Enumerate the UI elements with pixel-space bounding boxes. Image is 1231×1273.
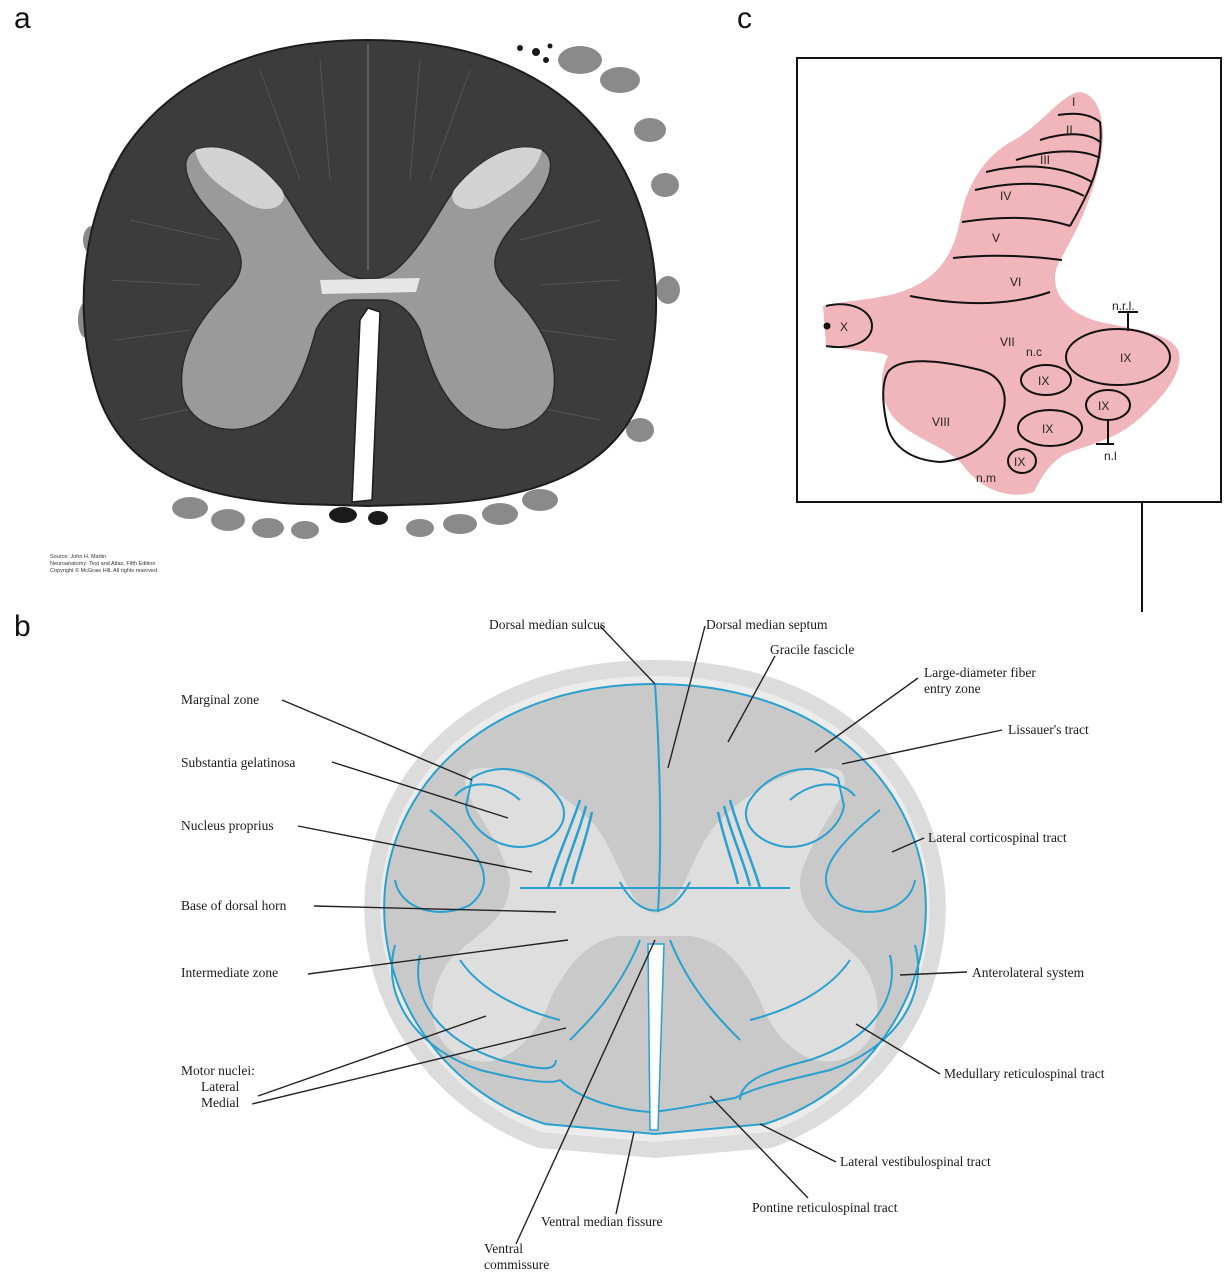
lamina-I: I <box>1072 95 1075 109</box>
label-dorsal-median-sulcus: Dorsal median sulcus <box>489 617 605 632</box>
label-lissauers-tract: Lissauer's tract <box>1008 722 1089 737</box>
lamina-IX-a: IX <box>1120 351 1131 365</box>
panel-a-stained-section: Source: John H. Martin Neuroanatomy: Tex… <box>47 34 687 586</box>
lamina-IX-b: IX <box>1038 374 1049 388</box>
lamina-IX-c: IX <box>1098 399 1109 413</box>
label-nucleus-proprius: Nucleus proprius <box>181 818 274 833</box>
lamina-IV: IV <box>1000 189 1011 203</box>
source-line-1: Source: John H. Martin <box>50 554 106 560</box>
lamina-IX-d: IX <box>1042 422 1053 436</box>
label-lateral-vestibulospinal: Lateral vestibulospinal tract <box>840 1154 991 1169</box>
label-medullary-reticulospinal: Medullary reticulospinal tract <box>944 1066 1105 1081</box>
label-pontine-reticulospinal: Pontine reticulospinal tract <box>752 1200 898 1215</box>
label-ventral-commissure-2: commissure <box>484 1257 549 1272</box>
lamina-VII: VII <box>1000 335 1015 349</box>
label-ventral-median-fissure: Ventral median fissure <box>541 1214 662 1229</box>
label-lateral: Lateral <box>201 1079 239 1094</box>
label-dorsal-median-septum: Dorsal median septum <box>706 617 828 632</box>
label-base-of-dorsal-horn: Base of dorsal horn <box>181 898 287 913</box>
label-marginal-zone: Marginal zone <box>181 692 259 707</box>
label-motor-nuclei: Motor nuclei: <box>181 1063 255 1078</box>
label-large-diameter-1: Large-diameter fiber <box>924 665 1036 680</box>
lamina-V: V <box>992 231 1000 245</box>
label-substantia-gelatinosa: Substantia gelatinosa <box>181 755 295 770</box>
lamina-III: III <box>1040 153 1050 167</box>
lamina-II: II <box>1066 123 1073 137</box>
panel-c-laminae-diagram: I II III IV V VI VII VIII X IX IX IX IX … <box>797 58 1221 502</box>
label-anterolateral-system: Anterolateral system <box>972 965 1085 980</box>
lamina-VI: VI <box>1010 275 1021 289</box>
source-line-2: Neuroanatomy: Text and Atlas, Fifth Edit… <box>50 561 155 567</box>
nucleus-nl: n.l <box>1104 449 1117 463</box>
source-line-3: Copyright © McGraw Hill. All rights rese… <box>50 567 159 574</box>
lamina-X: X <box>840 320 848 334</box>
nucleus-nc: n.c <box>1026 345 1042 359</box>
label-intermediate-zone: Intermediate zone <box>181 965 278 980</box>
nucleus-nrl: n.r.l. <box>1112 299 1135 313</box>
panel-b-tract-diagram: Dorsal median sulcus Dorsal median septu… <box>168 612 1218 1272</box>
nucleus-nm: n.m <box>976 471 996 485</box>
label-ventral-commissure-1: Ventral <box>484 1241 523 1256</box>
label-medial: Medial <box>201 1095 239 1110</box>
lamina-VIII: VIII <box>932 415 950 429</box>
label-gracile-fascicle: Gracile fascicle <box>770 642 854 657</box>
label-large-diameter-2: entry zone <box>924 681 981 696</box>
lamina-IX-e: IX <box>1014 455 1025 469</box>
label-lateral-corticospinal: Lateral corticospinal tract <box>928 830 1067 845</box>
